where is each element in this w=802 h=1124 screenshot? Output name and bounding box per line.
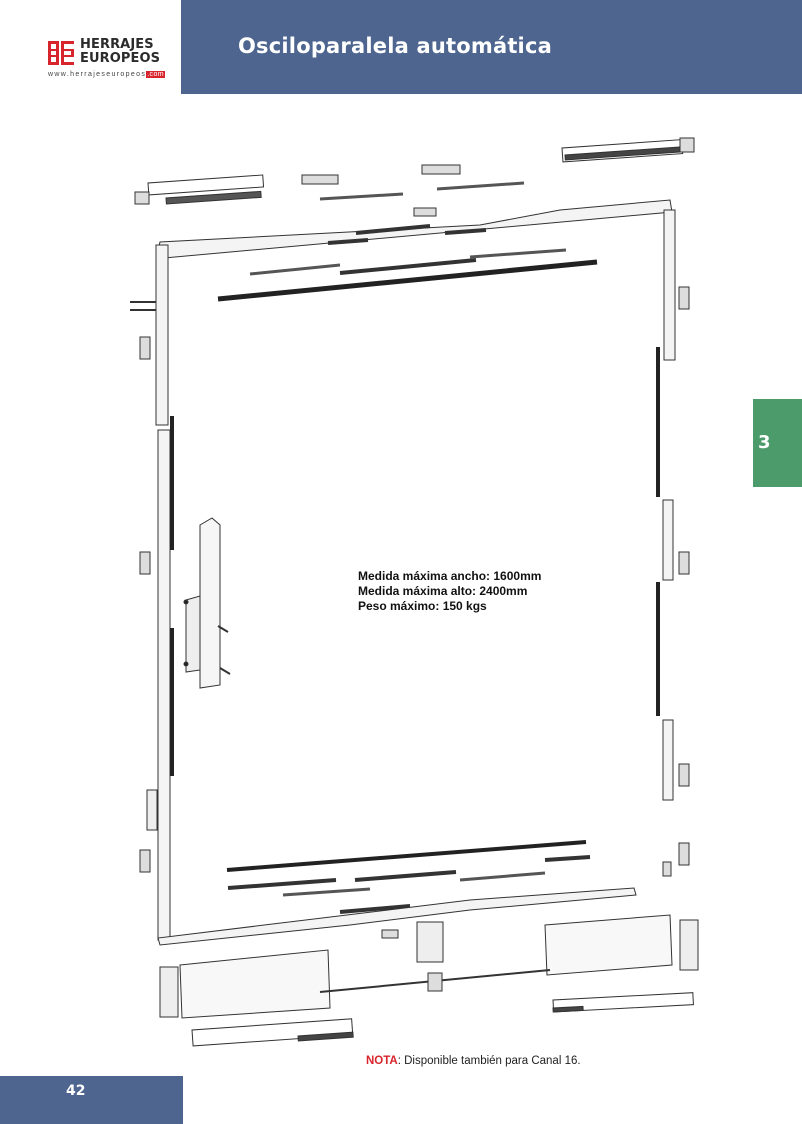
header-bar — [181, 0, 802, 94]
page-number: 42 — [66, 1083, 86, 1099]
top-strip-1 — [327, 238, 369, 245]
bottom-carriage — [159, 914, 699, 1019]
bottom-strip-2 — [354, 870, 457, 882]
bottom-strip-1 — [227, 878, 337, 890]
logo-mark-icon — [47, 40, 75, 66]
bottom-strip-3 — [544, 855, 591, 862]
logo-url-tld: .com — [146, 71, 165, 78]
logo-line-2: EUROPEOS — [80, 51, 161, 66]
bottom-frame-profile — [157, 887, 637, 946]
right-frame — [656, 209, 690, 877]
left-frame — [130, 244, 174, 941]
logo-line-1: HERRAJES — [80, 37, 154, 52]
top-strip-3 — [444, 228, 487, 235]
chapter-tab: 3 — [753, 399, 802, 487]
top-right-rail — [561, 137, 695, 163]
logo-wordmark: HERRAJES EUROPEOS — [80, 38, 160, 66]
top-long-strip — [217, 259, 598, 302]
logo-url: www.herrajeseuropeos.com — [48, 71, 165, 78]
bottom-strip-4 — [339, 904, 411, 914]
spec-max-width: Medida máxima ancho: 1600mm — [358, 569, 542, 583]
bottom-link-1 — [282, 887, 371, 897]
spec-block: Medida máxima ancho: 1600mm Medida máxim… — [358, 569, 541, 614]
top-link-2 — [469, 248, 567, 259]
top-left-rail — [134, 174, 265, 205]
note-text: : Disponible también para Canal 16. — [397, 1055, 581, 1067]
top-strip-4 — [339, 258, 477, 275]
center-bracket — [416, 921, 444, 963]
chapter-number: 3 — [758, 432, 771, 453]
top-block-1 — [301, 174, 339, 185]
note: NOTA: Disponible también para Canal 16. — [366, 1055, 581, 1067]
spec-max-weight: Peso máximo: 150 kgs — [358, 599, 487, 613]
top-link-1 — [249, 263, 341, 276]
logo-url-main: www.herrajeseuropeos — [48, 71, 147, 78]
note-label: NOTA — [366, 1055, 398, 1067]
top-clip — [413, 207, 437, 217]
bottom-rails — [191, 992, 694, 1047]
top-strip-2 — [355, 224, 431, 235]
handle-assembly — [183, 517, 231, 689]
spec-max-height: Medida máxima alto: 2400mm — [358, 584, 528, 598]
bottom-clip — [381, 929, 399, 939]
top-bar-2 — [436, 181, 525, 191]
top-block-2 — [421, 164, 461, 175]
top-bar-1 — [319, 192, 404, 201]
brand-logo: HERRAJES EUROPEOS www.herrajeseuropeos.c… — [47, 38, 172, 86]
footer-bar: 42 — [0, 1076, 183, 1124]
bottom-link-2 — [459, 871, 546, 882]
bottom-long-strip — [226, 840, 587, 872]
page-title: Osciloparalela automática — [238, 34, 552, 58]
